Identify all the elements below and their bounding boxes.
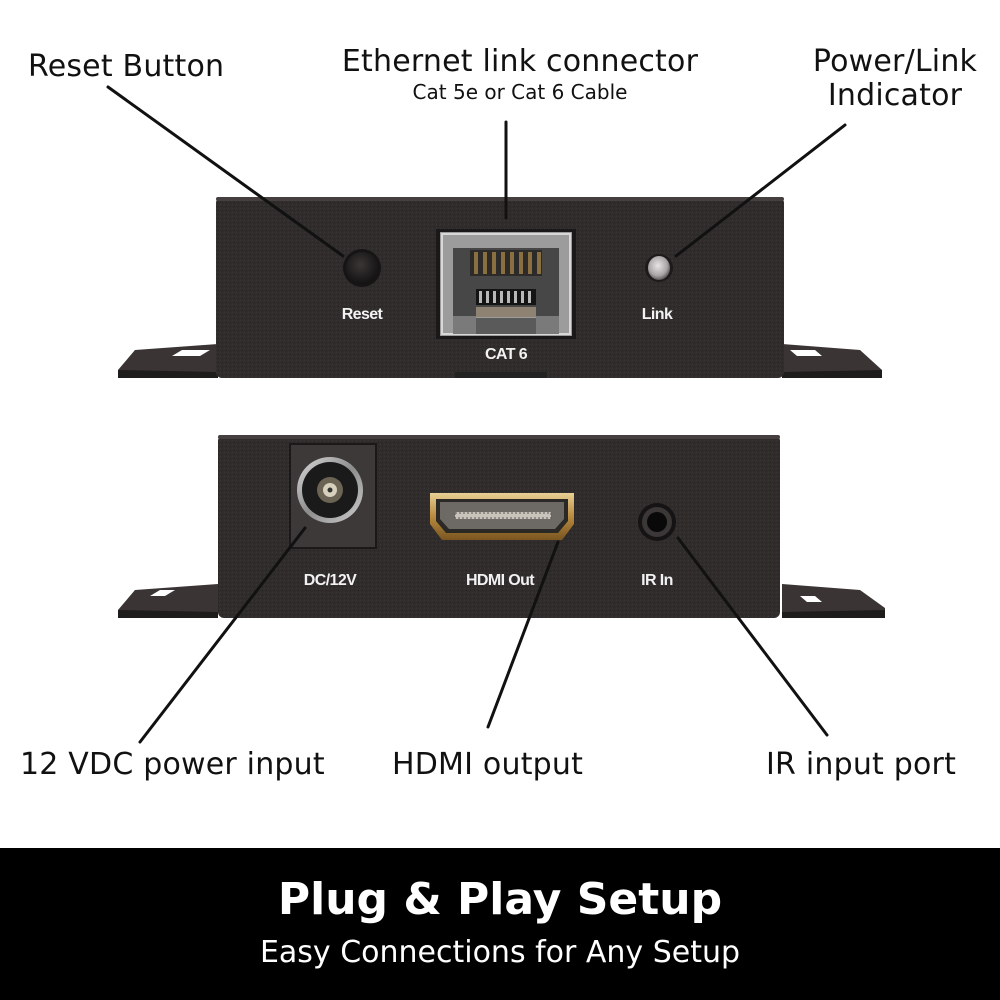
top-unit: Reset CAT [118,197,882,378]
hdmi-output-callout-text: HDMI output [392,747,584,782]
dc-leader-line [138,526,307,744]
hdmi-leader-line [486,540,560,729]
reset-button-callout: Reset Button [28,50,224,84]
reset-leader-line [106,85,345,258]
cat6-panel-label: CAT 6 [485,346,528,363]
link-panel-label: Link [642,306,673,323]
footer-title: Plug & Play Setup [277,874,723,925]
ethernet-cable-callout-text: Cat 5e or Cat 6 Cable [412,80,628,104]
power-link-indicator-callout: Power/Link Indicator [800,45,990,113]
ir-input-callout-text: IR input port [766,747,957,782]
reset-button-callout-text: Reset Button [28,49,225,84]
reset-panel-label: Reset [342,306,384,323]
bottom-right-mounting-tab [782,584,885,618]
top-right-mounting-tab [782,344,882,378]
bottom-unit: DC/12V HDMI Out IR In [118,435,885,618]
ir-leader-line [676,536,829,737]
ir-input-jack[interactable] [638,503,676,541]
footer-banner: Plug & Play Setup Easy Connections for A… [0,848,1000,1000]
top-left-mounting-tab [118,344,218,378]
ir-panel-label: IR In [641,572,673,589]
power-link-callout-line1: Power/Link [812,44,978,79]
power-link-leader-line [674,123,847,258]
ethernet-connector-callout-text: Ethernet link connector [341,44,699,79]
dc-power-callout-text: 12 VDC power input [20,747,325,782]
dc-power-callout: 12 VDC power input [20,748,325,782]
ethernet-connector-callout: Ethernet link connector Cat 5e or Cat 6 … [335,45,705,105]
dc-power-jack[interactable] [289,443,377,549]
hdmi-panel-label: HDMI Out [466,572,535,589]
ir-input-callout: IR input port [766,748,956,782]
bottom-left-mounting-tab [118,584,218,618]
hdmi-port[interactable] [430,493,574,540]
hdmi-output-callout: HDMI output [392,748,583,782]
power-link-callout-line2: Indicator [827,78,963,113]
footer-subtitle: Easy Connections for Any Setup [259,935,741,970]
dc-panel-label: DC/12V [304,572,357,589]
ethernet-port[interactable] [436,229,576,339]
